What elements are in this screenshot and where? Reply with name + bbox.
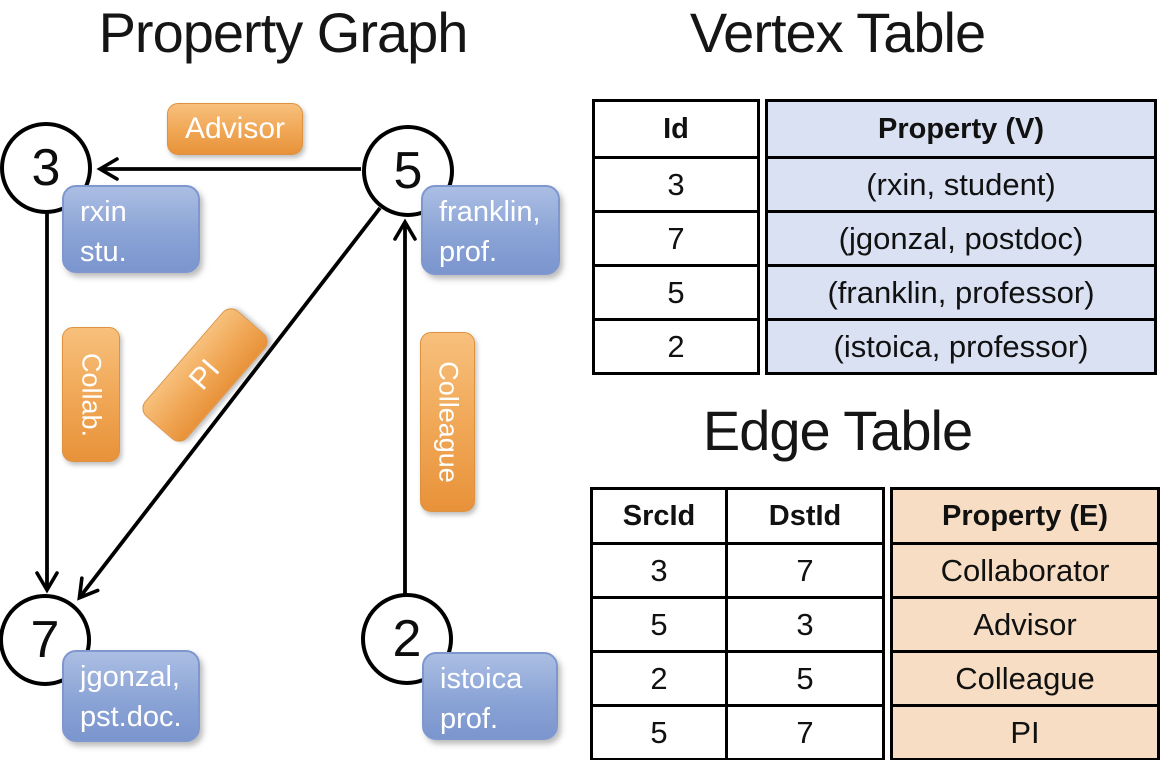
table-row: Colleague	[890, 650, 1160, 707]
edge-property-cell: Colleague	[890, 650, 1160, 707]
edge-srcid-cell: 3	[590, 542, 728, 599]
edge-label-collab: Collab.	[62, 327, 120, 462]
vertex-table-property-column: Property (V) (rxin, student) (jgonzal, p…	[765, 99, 1157, 375]
vertex-label-istoica-line2: prof.	[440, 703, 499, 735]
table-row: 5 7	[590, 704, 885, 760]
table-row: 3	[592, 156, 760, 213]
vertex-label-jgonzal-line1: jgonzal,	[80, 661, 180, 693]
edge-label-advisor-text: Advisor	[184, 112, 286, 145]
vertex-label-jgonzal: jgonzal, pst.doc.	[62, 650, 200, 742]
graph-node-5: 5	[362, 125, 454, 217]
edge-dstid-cell: 3	[725, 596, 885, 653]
edge-srcid-cell: 2	[590, 650, 728, 707]
node-5-id: 5	[393, 142, 423, 200]
vertex-col-id: Id	[592, 99, 760, 159]
vertex-label-jgonzal-line2: pst.doc.	[80, 701, 182, 733]
table-row: (franklin, professor)	[765, 264, 1157, 321]
vertex-label-franklin-line1: franklin,	[439, 196, 541, 228]
table-row: (rxin, student)	[765, 156, 1157, 213]
vertex-col-property: Property (V)	[765, 99, 1157, 159]
table-row: Advisor	[890, 596, 1160, 653]
table-row: 7	[592, 210, 760, 267]
node-3-id: 3	[31, 139, 61, 197]
vertex-property-cell: (istoica, professor)	[765, 318, 1157, 375]
vertex-table-title: Vertex Table	[689, 1, 986, 64]
vertex-id-cell: 2	[592, 318, 760, 375]
vertex-label-istoica-line1: istoica	[440, 663, 523, 695]
edge-dstid-cell: 7	[725, 542, 885, 599]
property-graph-title: Property Graph	[98, 1, 469, 64]
vertex-id-cell: 5	[592, 264, 760, 321]
edge-label-pi-text: PI	[182, 353, 227, 397]
edge-label-colleague: Colleague	[420, 332, 475, 512]
edge-col-property: Property (E)	[890, 487, 1160, 545]
edge-col-dstid: DstId	[725, 487, 885, 545]
table-row: (jgonzal, postdoc)	[765, 210, 1157, 267]
edge-table-title: Edge Table	[702, 399, 973, 462]
edge-table-id-columns: SrcId DstId 3 7 5 3 2 5 5 7	[590, 487, 885, 760]
edge-label-advisor: Advisor	[167, 103, 303, 155]
vertex-label-rxin: rxin stu.	[62, 185, 200, 273]
edge-col-srcid: SrcId	[590, 487, 728, 545]
table-row: 5 3	[590, 596, 885, 653]
vertex-label-istoica: istoica prof.	[422, 652, 558, 740]
vertex-id-cell: 3	[592, 156, 760, 213]
vertex-id-cell: 7	[592, 210, 760, 267]
edge-srcid-cell: 5	[590, 596, 728, 653]
table-row: 2	[592, 318, 760, 375]
vertex-property-cell: (jgonzal, postdoc)	[765, 210, 1157, 267]
vertex-table: Id 3 7 5 2 Property (V) (rxin, student) …	[592, 99, 1157, 375]
graph-edges	[35, 157, 417, 601]
edge-srcid-cell: 5	[590, 704, 728, 760]
vertex-label-rxin-line1: rxin	[80, 196, 127, 228]
edge-5-to-7	[77, 206, 382, 601]
vertex-table-id-column: Id 3 7 5 2	[592, 99, 760, 375]
table-row: (istoica, professor)	[765, 318, 1157, 375]
table-row: PI	[890, 704, 1160, 760]
edge-property-cell: Collaborator	[890, 542, 1160, 599]
edge-property-cell: PI	[890, 704, 1160, 760]
table-row: 2 5	[590, 650, 885, 707]
edge-dstid-cell: 5	[725, 650, 885, 707]
node-2-id: 2	[392, 610, 422, 668]
edge-table-property-column: Property (E) Collaborator Advisor Collea…	[890, 487, 1160, 760]
table-row: Collaborator	[890, 542, 1160, 599]
vertex-label-franklin-line2: prof.	[439, 236, 498, 268]
vertex-label-franklin: franklin, prof.	[421, 185, 560, 275]
node-7-id: 7	[30, 611, 60, 669]
edge-label-collab-text: Collab.	[76, 352, 107, 437]
vertex-property-cell: (rxin, student)	[765, 156, 1157, 213]
table-row: 3 7	[590, 542, 885, 599]
edge-label-colleague-text: Colleague	[433, 361, 463, 483]
edge-dstid-cell: 7	[725, 704, 885, 760]
vertex-property-cell: (franklin, professor)	[765, 264, 1157, 321]
vertex-label-rxin-line2: stu.	[80, 236, 127, 268]
edge-property-cell: Advisor	[890, 596, 1160, 653]
graph-node-2: 2	[361, 593, 453, 685]
table-row: 5	[592, 264, 760, 321]
edge-table: SrcId DstId 3 7 5 3 2 5 5 7 Property (E)…	[590, 487, 1160, 760]
